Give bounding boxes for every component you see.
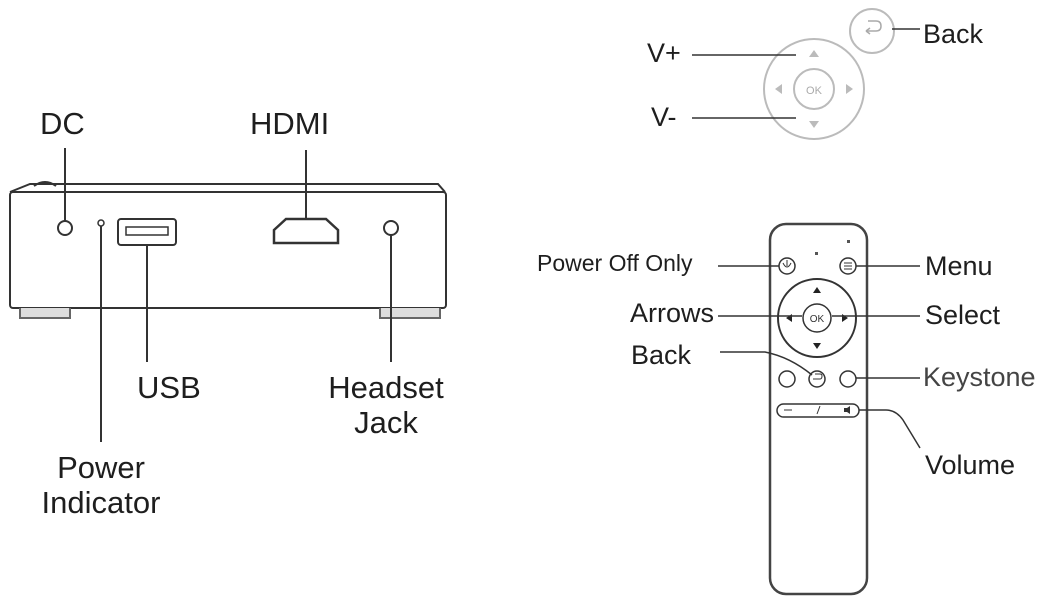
dc-port [57, 220, 73, 236]
remote-ok-button [802, 303, 832, 333]
dpad-illustration: OK [763, 38, 865, 140]
remote-leader-lines [718, 265, 921, 449]
hdmi-label: HDMI [250, 106, 330, 141]
hdmi-port [272, 217, 340, 245]
power-indicator-led [97, 219, 105, 227]
remote-control: OK [768, 222, 869, 596]
top-back-label: Back [923, 19, 984, 49]
dc-label: DC [40, 106, 85, 141]
volume-up-label: V+ [647, 38, 681, 68]
projector-device [9, 181, 447, 319]
headset-jack-label: Headset Jack [328, 370, 444, 440]
dpad-back-button [849, 8, 895, 54]
remote-back-label: Back [631, 340, 692, 370]
power-indicator-label: Power Indicator [41, 450, 161, 520]
volume-label: Volume [925, 450, 1016, 480]
dpad-ok-text: OK [806, 85, 823, 97]
remote-keystone-plus-button [839, 370, 857, 388]
menu-label: Menu [925, 251, 993, 281]
volume-down-label: V- [651, 102, 677, 132]
select-label: Select [925, 300, 1001, 330]
projector-leader-lines [64, 148, 392, 442]
dpad-leader-lines [692, 28, 920, 119]
remote-ok-text: OK [810, 314, 825, 325]
keystone-label: Keystone [923, 362, 1036, 392]
arrows-label: Arrows [630, 298, 715, 328]
headset-jack-port [383, 220, 399, 236]
usb-label: USB [137, 370, 201, 405]
power-off-only-label: Power Off Only [537, 250, 693, 276]
remote-keystone-minus-button [778, 370, 796, 388]
